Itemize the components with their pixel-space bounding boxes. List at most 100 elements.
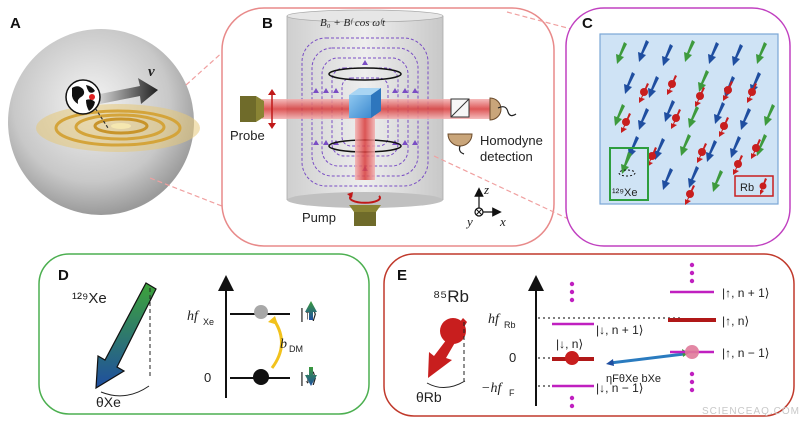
xe-species-label: ¹²⁹Xe <box>72 290 107 307</box>
connector-a-b-top <box>185 49 226 86</box>
rb-legend-label: Rb <box>740 182 754 194</box>
rb-spin-small <box>639 83 649 103</box>
d-ket-up-arrow-icon <box>305 301 317 320</box>
d-level-high-label: hf <box>187 309 200 324</box>
xe-spin-arrow-small <box>688 106 699 128</box>
probe-laser-icon <box>240 96 264 122</box>
e-coupling-arrow <box>609 352 685 365</box>
xe-spin-arrow-small <box>764 104 775 126</box>
e-level-high-sub: Rb <box>504 320 516 330</box>
d-level-high-sub: Xe <box>203 317 214 327</box>
e-ket-up-n: |↑, n⟩ <box>722 314 749 328</box>
connector-a-b-bottom <box>149 177 233 211</box>
d-excited-population <box>254 305 268 319</box>
d-coupling-label: b <box>280 337 287 352</box>
e-up-column <box>668 262 716 393</box>
rb-spin-icon <box>428 318 467 378</box>
velocity-arrow <box>100 78 158 104</box>
detector-bottom-icon <box>447 133 473 155</box>
connector-b-c-bottom <box>433 155 576 223</box>
e-level-zero-label: 0 <box>509 350 516 365</box>
e-ket-down-nm1: |↓, n − 1⟩ <box>596 381 644 395</box>
rb-angle-arc <box>426 380 466 388</box>
xe-legend-precession-icon <box>618 169 636 177</box>
panel-a-label: A <box>10 15 21 32</box>
xe-spin-arrow-small <box>648 76 659 98</box>
xe-spin-arrow-small <box>638 108 649 130</box>
d-level-zero-label: 0 <box>204 370 211 385</box>
axis-y-label: y <box>465 214 473 229</box>
e-coupling-arrowhead-left <box>606 359 614 366</box>
e-ket-down-n1: |↓, n + 1⟩ <box>596 323 644 337</box>
spin-ensemble <box>614 40 775 205</box>
xe-spin-arrow-small <box>740 108 751 130</box>
rb-angle-label: θRb <box>416 389 442 405</box>
rb-spin-small <box>697 143 707 163</box>
rb-spin-small <box>667 75 677 95</box>
xe-spin-arrow-small <box>662 44 673 66</box>
xe-spin-arrow-small <box>698 70 709 92</box>
homodyne-label-2: detection <box>480 149 533 164</box>
pump-label: Pump <box>302 210 336 225</box>
rb-spin-small <box>695 87 705 107</box>
field-label: B₀ + Bᶠ cos ωᶠt <box>320 17 386 29</box>
velocity-label: v <box>148 64 155 80</box>
rb-legend-box <box>734 175 774 197</box>
e-level-low-label: −hf <box>481 381 503 396</box>
xe-spin-arrow-small <box>714 102 725 124</box>
xe-spin-arrow-small <box>614 104 625 126</box>
e-ket-up-nm1: |↑, n − 1⟩ <box>722 346 770 360</box>
rb-spin-small <box>671 109 681 129</box>
panel-c: C ¹²⁹Xe Rb <box>565 7 791 247</box>
connector-b-c-top <box>506 11 576 31</box>
d-coupling-sub: DM <box>289 344 303 354</box>
xe-legend-arrow-icon <box>621 152 632 174</box>
e-down-column <box>552 281 594 409</box>
rb-legend-spin-icon <box>759 178 767 195</box>
rb-spin-small <box>723 81 733 101</box>
e-level-low-sub: F <box>509 388 515 398</box>
panel-e: E ⁸⁵Rb θRb hf Rb 0 −hf F |↓ <box>383 253 795 417</box>
panel-d-label: D <box>58 267 69 284</box>
xe-angle-label: θXe <box>96 394 121 410</box>
e-coupling-label: ηFθXe bXe <box>606 373 661 385</box>
xe-spin-arrow-small <box>732 44 743 66</box>
axis-x-label: x <box>499 214 506 229</box>
pump-laser-icon <box>349 205 381 226</box>
e-level-high-label: hf <box>488 312 501 327</box>
panel-d: D ¹²⁹Xe θXe hf Xe 0 b DM |↑⟩ |↓⟩ <box>38 253 370 415</box>
probe-label: Probe <box>230 128 265 143</box>
earth-icon <box>65 79 101 115</box>
coil-top <box>328 67 402 81</box>
xe-spin-arrow-small <box>624 72 635 94</box>
axis-z-label: z <box>483 182 489 197</box>
xe-spin-arrow-small <box>688 166 699 188</box>
coordinate-axes <box>474 187 502 217</box>
d-coupling-arrowhead <box>268 316 278 325</box>
panel-b-label: B <box>262 15 273 32</box>
xe-spin-arrow-small <box>708 42 719 64</box>
xe-spin-arrow-small <box>654 138 665 160</box>
e-ket-down-n: |↓, n⟩ <box>556 337 583 351</box>
beamsplitter-icon <box>450 98 470 118</box>
rb-spin-small <box>719 117 729 137</box>
rb-spin-small <box>751 139 761 159</box>
panel-e-label: E <box>397 267 407 284</box>
xe-spin-arrow-small <box>684 40 695 62</box>
circular-polarization-arrow <box>349 195 381 204</box>
rb-spin-small <box>685 185 695 205</box>
xe-spin-arrow-small <box>756 42 767 64</box>
xe-spin-arrow-small <box>638 40 649 62</box>
xe-spin-arrow-small <box>730 136 741 158</box>
xe-angle-arc <box>100 385 150 397</box>
e-ket-up-n1: |↑, n + 1⟩ <box>722 286 770 300</box>
rb-spin-small <box>647 147 657 167</box>
xe-spin-arrow-small <box>664 100 675 122</box>
rb-spin-small <box>747 83 757 103</box>
rb-species-label: ⁸⁵Rb <box>433 287 469 306</box>
xe-spin-arrow-small <box>706 140 717 162</box>
rb-spin-small <box>621 113 631 133</box>
panel-a: A v <box>8 15 200 215</box>
xe-spin-arrow-small <box>712 170 723 192</box>
